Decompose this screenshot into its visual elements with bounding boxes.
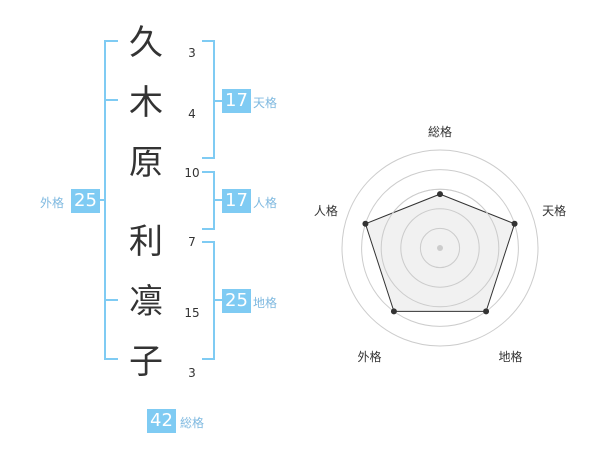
name-char-5: 凛 [129, 282, 163, 322]
soukaku-label: 総格 [180, 416, 205, 430]
name-char-1: 久 [129, 23, 163, 63]
name-char-6: 子 [129, 342, 163, 382]
radar-data-polygon [364, 193, 516, 312]
radar-inner-ring-2 [400, 208, 480, 288]
gaikaku-label: 外格 [40, 196, 65, 210]
radar-inner-ring-3 [419, 227, 461, 269]
radar-point-1 [437, 191, 443, 198]
tenkaku-label: 天格 [253, 96, 278, 110]
stroke-count-5: 15 [184, 306, 200, 320]
name-char-3: 原 [129, 143, 163, 183]
radar-point-5 [362, 220, 369, 227]
name-char-4: 利 [129, 222, 163, 262]
radar-inner-ring-1 [380, 188, 500, 308]
radar-point-2 [511, 220, 518, 227]
radar-axis-label-3: 地格 [499, 349, 523, 364]
radar-point-3 [483, 308, 490, 315]
stroke-count-4: 7 [188, 235, 196, 249]
jinkaku-value: 17 [222, 189, 251, 213]
tenkaku-bracket [202, 40, 215, 159]
radar-axis-label-5: 人格 [314, 203, 338, 218]
chikaku-value: 25 [222, 289, 251, 313]
stroke-count-6: 3 [188, 366, 196, 380]
soukaku-value: 42 [147, 409, 176, 433]
radar-point-4 [390, 308, 397, 315]
radar-grid-ring-2 [361, 169, 519, 327]
gaikaku-value: 25 [71, 189, 100, 213]
radar-axis-label-4: 外格 [357, 349, 381, 364]
tenkaku-value: 17 [222, 89, 251, 113]
radar-axis-label-2: 天格 [542, 203, 566, 218]
radar-grid-ring-1 [341, 149, 539, 347]
stroke-count-3: 10 [184, 166, 200, 180]
radar-center-dot [437, 245, 443, 251]
stroke-count-1: 3 [188, 46, 196, 60]
radar-axis-label-1: 総格 [428, 124, 452, 139]
name-char-2: 木 [129, 83, 163, 123]
stroke-count-2: 4 [188, 107, 196, 121]
chikaku-label: 地格 [253, 296, 278, 310]
jinkaku-label: 人格 [253, 196, 278, 210]
